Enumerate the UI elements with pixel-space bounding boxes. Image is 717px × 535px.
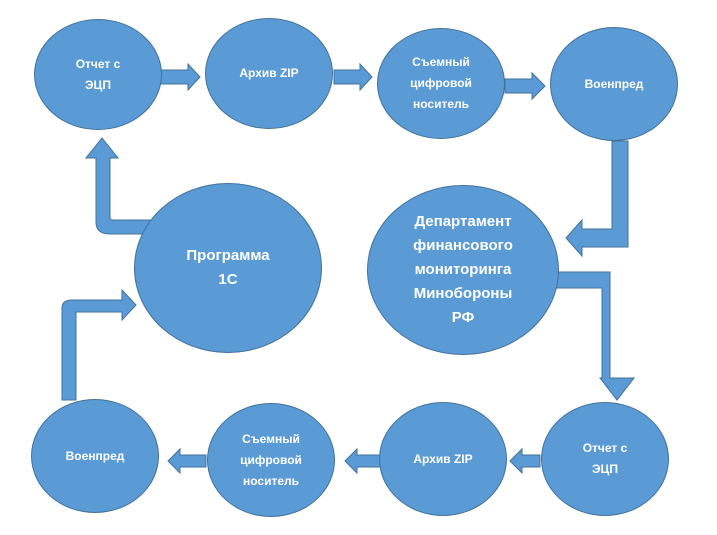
node-top-report-label: Отчет с ЭЦП <box>75 56 121 92</box>
arrow-media-to-military-bottom <box>167 447 207 475</box>
arrow-report-to-archive-bottom <box>509 447 541 475</box>
node-top-archive-label: Архив ZIP <box>239 66 299 80</box>
node-bottom-media-label: Съемный цифровой носитель <box>240 431 302 488</box>
node-bottom-military-label: Военпред <box>65 448 125 463</box>
node-top-military-label: Военпред <box>584 76 644 91</box>
node-program-label: Программа 1С <box>186 247 270 288</box>
arrow-archive-to-media <box>333 62 373 92</box>
node-top-media-label: Съемный цифровой носитель <box>410 55 472 111</box>
node-bottom-military: Военпред <box>31 399 159 513</box>
arrow-department-to-report <box>555 271 636 401</box>
arrow-report-to-archive <box>158 62 201 92</box>
node-bottom-media: Съемный цифровой носитель <box>207 403 335 517</box>
node-top-report: Отчет с ЭЦП <box>34 19 162 130</box>
node-bottom-archive: Архив ZIP <box>379 402 507 516</box>
arrow-military-to-program <box>61 288 137 401</box>
arrow-military-to-department <box>565 140 629 258</box>
node-department: Департамент финансового мониторинга Мино… <box>367 185 559 355</box>
arrow-media-to-military <box>504 71 546 101</box>
arrow-program-to-report <box>84 137 151 235</box>
node-top-archive: Архив ZIP <box>205 18 333 129</box>
node-top-military: Военпред <box>550 27 678 141</box>
node-bottom-report-label: Отчет с ЭЦП <box>582 441 628 476</box>
node-top-media: Съемный цифровой носитель <box>377 28 505 139</box>
node-program: Программа 1С <box>134 183 322 353</box>
node-bottom-report: Отчет с ЭЦП <box>541 402 669 516</box>
node-department-label: Департамент финансового мониторинга Мино… <box>413 213 513 326</box>
node-bottom-archive-label: Архив ZIP <box>413 451 473 466</box>
